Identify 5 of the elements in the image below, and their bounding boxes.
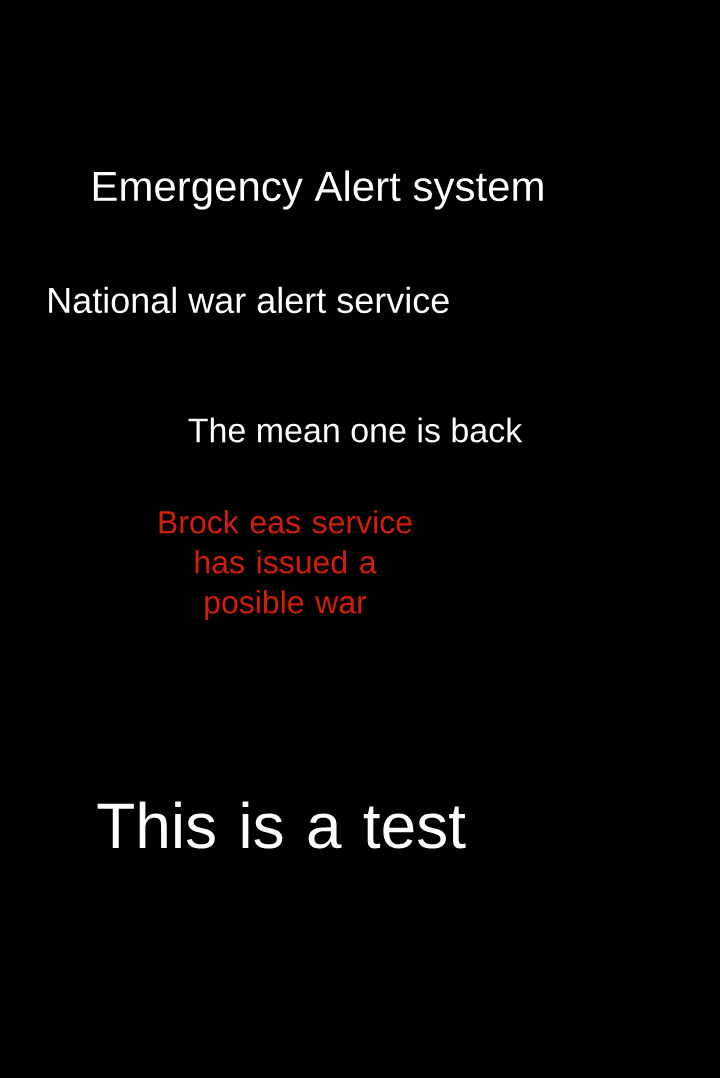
handwritten-note: The mean one is back: [188, 417, 523, 443]
warning-message: Brock eas service has issued a posible war: [159, 510, 412, 620]
title: Emergency Alert system: [93, 170, 543, 210]
subtitle: National war alert service: [49, 286, 449, 314]
test-notice: This is a test: [97, 801, 466, 849]
